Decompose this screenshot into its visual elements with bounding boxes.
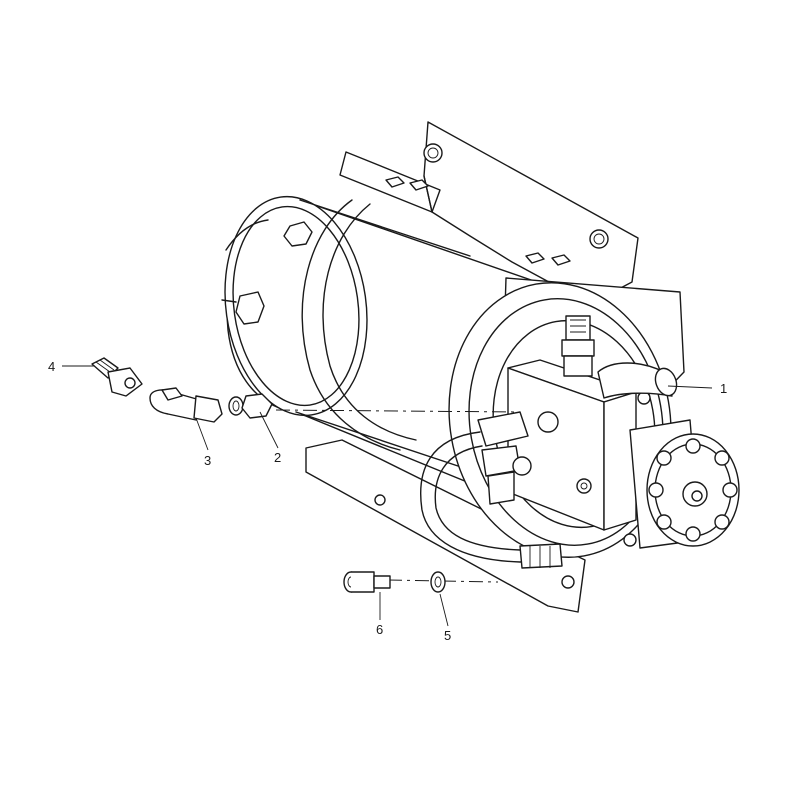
part-4-adapter: [91, 357, 143, 397]
mounting-bracket: [339, 121, 639, 301]
flange-bolts: [648, 438, 738, 542]
sensor-elbow: [597, 362, 678, 399]
part-6-cap-screw: [343, 571, 391, 593]
callout-5: 5: [444, 628, 451, 643]
hydraulic-hose: [420, 431, 563, 569]
part-2-nut: [228, 393, 273, 419]
top-fitting: [561, 315, 595, 377]
part-3-elbow: [149, 387, 223, 423]
callout-1: 1: [720, 381, 727, 396]
side-fittings: [477, 411, 559, 505]
callout-4: 4: [48, 359, 55, 374]
output-flange: [629, 419, 740, 549]
part-5-washer: [430, 571, 446, 593]
callout-2: 2: [274, 450, 281, 465]
callout-6: 6: [376, 622, 383, 637]
leader-lines: [62, 365, 713, 627]
assembly-axis-line: [275, 409, 521, 413]
callout-3: 3: [204, 453, 211, 468]
